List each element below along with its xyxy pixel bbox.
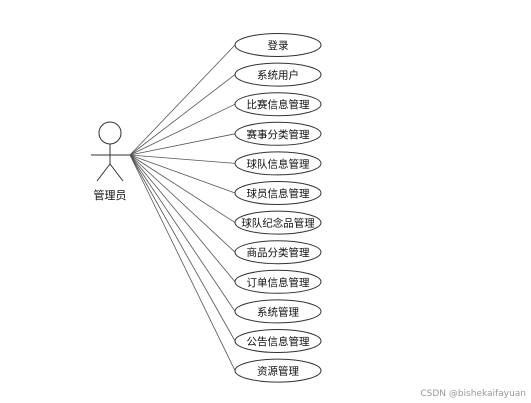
use-case: 系统用户 [234, 62, 322, 87]
use-case-label: 系统用户 [257, 69, 299, 82]
use-case-label: 赛事分类管理 [247, 128, 310, 141]
use-case-label: 比赛信息管理 [247, 98, 310, 111]
use-case-label: 球队信息管理 [247, 157, 310, 170]
association-line [129, 154, 236, 194]
actor-administrator: 管理员 [91, 121, 130, 202]
use-case: 登录 [234, 33, 322, 57]
association-line [129, 133, 236, 156]
use-case-label: 订单信息管理 [247, 276, 310, 289]
use-case-ellipse [234, 299, 322, 324]
watermark: CSDN @bishekaifayuan [420, 389, 526, 399]
use-case: 球队信息管理 [234, 151, 322, 176]
use-case: 比赛信息管理 [234, 92, 322, 117]
use-case-label: 资源管理 [257, 365, 299, 378]
use-case-label: 商品分类管理 [247, 246, 310, 259]
use-case: 商品分类管理 [234, 240, 322, 265]
association-line [129, 154, 236, 283]
use-case: 公告信息管理 [234, 329, 322, 353]
use-case: 赛事分类管理 [234, 121, 322, 146]
use-case-ellipse [234, 62, 322, 87]
use-case-list: 登录系统用户比赛信息管理赛事分类管理球队信息管理球员信息管理球队纪念品管理商品分… [234, 33, 322, 383]
use-case-ellipse [234, 33, 322, 57]
use-case-ellipse [234, 92, 322, 117]
actor-head [98, 121, 122, 145]
use-case-ellipse [234, 358, 322, 383]
association-line [129, 154, 236, 223]
association-line [129, 154, 236, 253]
use-case-ellipse [234, 329, 322, 353]
actor-right-leg [109, 163, 124, 182]
association-line [129, 154, 236, 312]
use-case-label: 公告信息管理 [247, 335, 310, 348]
use-case: 订单信息管理 [234, 269, 322, 294]
use-case-ellipse [234, 269, 322, 294]
association-line [129, 154, 236, 371]
use-case-label: 球队纪念品管理 [241, 217, 315, 230]
use-case-label: 球员信息管理 [247, 187, 310, 200]
use-case-ellipse [234, 151, 322, 176]
use-case-label: 登录 [268, 39, 289, 52]
association-line [129, 154, 236, 342]
association-line [129, 103, 236, 156]
use-case: 资源管理 [234, 358, 322, 383]
use-case: 系统管理 [234, 299, 322, 324]
use-case: 球员信息管理 [234, 181, 322, 205]
use-case-label: 系统管理 [257, 305, 299, 318]
association-line [129, 44, 236, 156]
use-case-ellipse [234, 121, 322, 146]
actor-label: 管理员 [94, 188, 127, 202]
use-case: 球队纪念品管理 [234, 210, 322, 235]
association-line [129, 74, 236, 156]
use-case-ellipse [234, 210, 322, 235]
use-case-ellipse [234, 181, 322, 205]
actor-left-leg [96, 163, 111, 182]
association-line [129, 154, 236, 164]
association-lines [129, 44, 236, 371]
use-case-ellipse [234, 240, 322, 265]
